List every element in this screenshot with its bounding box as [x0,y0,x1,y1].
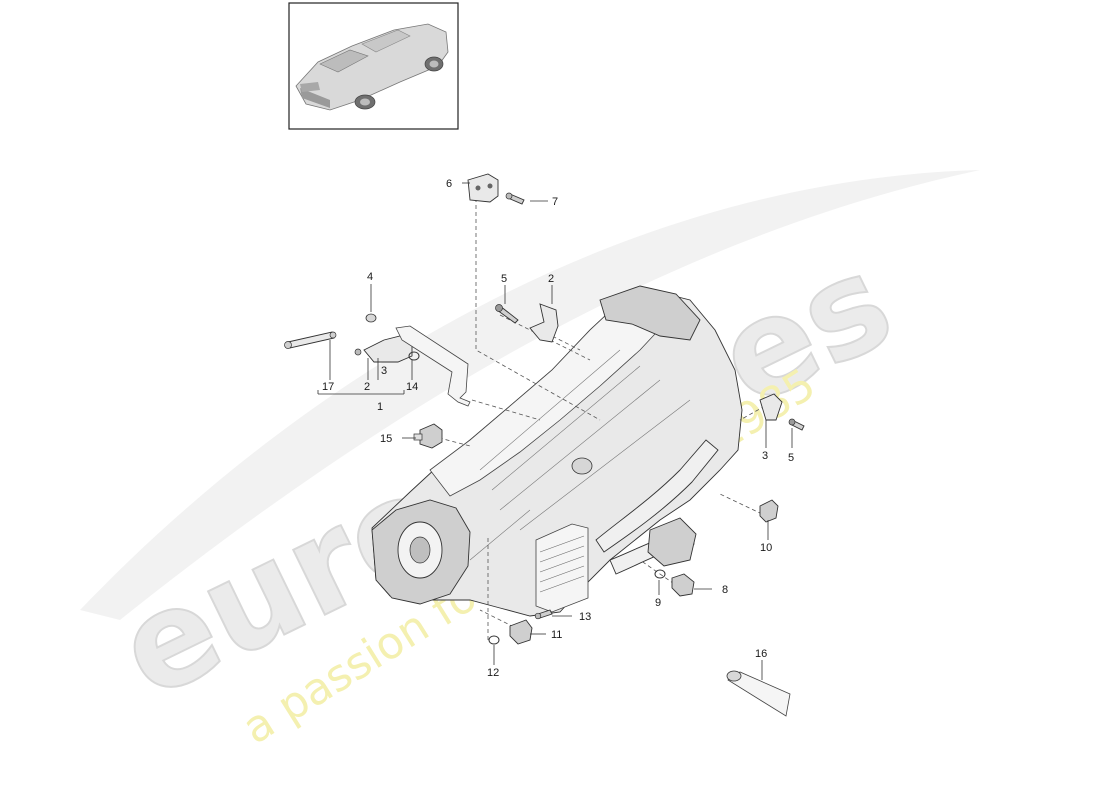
part-15-sensor[interactable] [413,423,443,449]
callout-12[interactable]: 12 [487,667,499,679]
callout-1[interactable]: 1 [377,401,383,413]
callout-17[interactable]: 17 [322,381,334,393]
callout-13[interactable]: 13 [579,611,591,623]
callout-5-right[interactable]: 5 [788,452,794,464]
output-flange [647,517,697,567]
coolant-pipe [595,439,719,553]
callout-3-left[interactable]: 3 [381,365,387,377]
part-8-sender[interactable] [671,573,695,597]
callout-15[interactable]: 15 [380,433,392,445]
callout-labels: 6 7 5 2 4 17 2 3 14 1 15 3 5 10 8 9 13 1… [322,178,794,679]
callout-14[interactable]: 14 [406,381,418,393]
transmission-assembly[interactable] [371,285,743,617]
part-11-sensor[interactable] [509,619,533,645]
part-3-bracket-right[interactable] [759,393,783,421]
cooler-fins [539,535,585,593]
part-5-bolt-top[interactable] [495,304,519,324]
callout-8[interactable]: 8 [722,584,728,596]
oil-cooler [535,523,589,613]
callout-3-right[interactable]: 3 [762,450,768,462]
callout-2-top[interactable]: 2 [548,273,554,285]
part-7-bolt[interactable] [505,192,525,205]
callout-7[interactable]: 7 [552,196,558,208]
callout-9[interactable]: 9 [655,597,661,609]
part-6-bracket[interactable] [467,173,499,203]
part-10-switch[interactable] [759,499,779,523]
part-9-seal[interactable] [654,569,666,579]
part-13-bolt[interactable] [534,609,553,620]
rear-cover [599,285,701,341]
housing-boss [571,457,593,475]
callout-5-top[interactable]: 5 [501,273,507,285]
callout-2-left[interactable]: 2 [364,381,370,393]
watermark-swoosh [80,170,980,620]
car-image [295,23,449,111]
part-2-bracket-top[interactable] [529,303,559,343]
leader-lines [317,182,793,680]
part-12-seal[interactable] [488,635,500,645]
housing-ribs [469,349,691,561]
callout-10[interactable]: 10 [760,542,772,554]
callout-16[interactable]: 16 [755,648,767,660]
part-4-nut[interactable] [365,313,377,323]
callout-11[interactable]: 11 [551,629,562,641]
callout-6[interactable]: 6 [446,178,452,190]
part-14-oring[interactable] [408,351,420,361]
part-17-rod[interactable] [284,331,337,349]
part-16-tube[interactable] [726,670,791,717]
callout-4[interactable]: 4 [367,271,373,283]
car-thumbnail[interactable] [288,2,459,130]
part-5-bolt-right[interactable] [788,418,805,431]
part-1-lever-assembly[interactable] [354,325,471,407]
